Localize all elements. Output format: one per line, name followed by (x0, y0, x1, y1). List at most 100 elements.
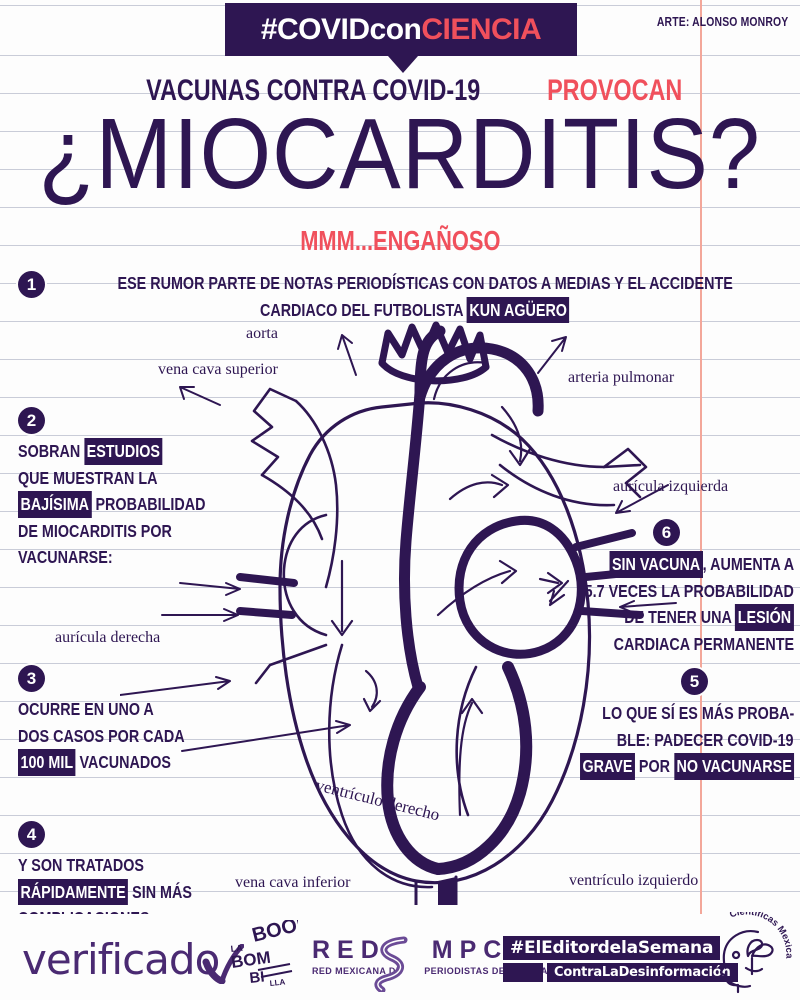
septum-wall (381, 681, 444, 875)
fact-1-seg-2-1: CARDIACO DEL FUTBOLISTA (260, 299, 468, 320)
verificado-logo-text: verificado (22, 935, 220, 984)
flow-arrow-arch (448, 473, 510, 501)
fact-5-line-1-inner: LO QUE SÍ ES MÁS PROBA- (602, 700, 794, 727)
fact-5-seg-3-1-highlight: GRAVE (579, 753, 635, 780)
verdict-subtitle: MMM...ENGAÑOSO (0, 225, 800, 257)
badge-2-number: 2 (26, 410, 37, 430)
fact-6-line-1-inner: SIN VACUNA, AUMENTA A (609, 551, 794, 578)
badge-6-number: 6 (661, 522, 672, 542)
fact-6-line-4: CARDIACA PERMANENTE (529, 631, 794, 658)
banner-pointer (388, 56, 418, 73)
idea-leaf-1-icon (746, 938, 764, 958)
fact-4-seg-2-1-highlight: RÁPIDAMENTE (18, 878, 129, 905)
redmpc-mpc: MPC (431, 936, 509, 964)
fact-5-line-2: BLE: PADECER COVID-19 (533, 727, 794, 754)
fact-3-line-3-inner: 100 MIL VACUNADOS (18, 749, 171, 776)
fact-5-line-2-inner: BLE: PADECER COVID-19 (617, 727, 794, 754)
redmpc-squiggle-icon (374, 936, 408, 992)
fact-2-line-2: QUE MUESTRAN LA (18, 465, 247, 492)
fact-6-line-2: 15.7 VECES LA PROBABILIDAD (529, 578, 794, 605)
ivc-branch-1 (236, 607, 296, 619)
chin-line-icon (728, 980, 752, 988)
ivc-branch-2 (236, 573, 298, 587)
vena-cava-inferior-vessel (254, 643, 328, 685)
pointer-arrow-pulmonary (537, 336, 567, 374)
bombilla-lla: LLA (269, 977, 286, 988)
editor-hashtag: #ElEditordelaSemana (503, 936, 721, 960)
fact-3-line-2-inner: DOS CASOS POR CADA (18, 723, 185, 750)
fact-2-line-2-inner: QUE MUESTRAN LA (18, 465, 158, 492)
fact-2-seg-4-1: DE MIOCARDITIS POR (18, 520, 172, 541)
fact-1-line-2-inner: CARDIACO DEL FUTBOLISTA KUN AGÜERO (260, 296, 570, 323)
badge-5-number: 5 (689, 671, 700, 691)
fact-5-line-3-inner: GRAVE POR NO VACUNARSE (579, 753, 794, 780)
badge-3: 3 (18, 665, 45, 692)
fact-4-seg-1-1: Y SON TRATADOS (18, 855, 144, 875)
fact-3-line-3: 100 MIL VACUNADOS (18, 749, 221, 776)
fact-3-seg-2-1: DOS CASOS POR CADA (18, 725, 185, 746)
fact-3-seg-1-1: OCURRE EN UNO A (18, 699, 154, 719)
page-title: ¿MIOCARDITIS? (0, 104, 800, 204)
fact-6-seg-4-1: CARDIACA PERMANENTE (613, 633, 794, 654)
fact-2-seg-3-2: PROBABILIDAD (91, 494, 206, 514)
artist-credit: ARTE: ALONSO MONROY (624, 14, 788, 29)
fact-1-line-1: ESE RUMOR PARTE DE NOTAS PERIODÍSTICAS C… (50, 270, 780, 297)
bombilla-boom: BOOM (250, 920, 298, 947)
fact-2-line-5: VACUNARSE: (18, 544, 247, 571)
verificado-logo: verificado (22, 935, 220, 984)
artist-credit-text: ARTE: ALONSO MONROY (656, 14, 788, 29)
pointer-arrow-ra2 (120, 676, 231, 696)
fact-4-line-2: RÁPIDAMENTE SIN MÁS (18, 878, 230, 905)
flow-arrow-down-right-atrium (330, 559, 354, 637)
editor-block (503, 963, 543, 982)
fact-4-line-2-inner: RÁPIDAMENTE SIN MÁS (18, 878, 192, 905)
fact-6-line-4-inner: CARDIACA PERMANENTE (614, 631, 794, 658)
vena-cava-superior-edge (260, 473, 324, 541)
badge-1: 1 (18, 271, 45, 298)
fact-6-seg-2-1: 15.7 VECES LA PROBABILIDAD (576, 580, 794, 601)
badge-4: 4 (18, 821, 45, 848)
page-title-text: ¿MIOCARDITIS? (38, 98, 762, 210)
flow-arrow-aorta (500, 405, 532, 467)
fact-6-line-3: DE TENER UNA LESIÓN (529, 604, 794, 631)
label-auricula-derecha: aurícula derecha (55, 629, 161, 646)
fact-2-seg-3-1-highlight: BAJÍSIMA (18, 491, 92, 518)
fact-2-seg-5-1: VACUNARSE: (18, 547, 113, 567)
badge-4-number: 4 (26, 824, 37, 844)
fact-5-seg-1-1: LO QUE SÍ ES MÁS PROBA- (601, 703, 794, 723)
la-bombilla-logo: LA BOOM BOM BI LLA (230, 920, 298, 988)
pointer-arrow-svc (179, 386, 221, 406)
fact-1-seg-2-2-highlight: KUN AGÜERO (467, 296, 570, 323)
fact-2-seg-2-1: QUE MUESTRAN LA (18, 467, 158, 488)
fact-2-line-4: DE MIOCARDITIS POR (18, 518, 247, 545)
badge-3-number: 3 (26, 668, 37, 688)
pointer-arrow-aorta (337, 334, 357, 376)
fact-3: OCURRE EN UNO A DOS CASOS POR CADA 100 MIL… (18, 696, 221, 776)
fact-3-seg-3-2: VACUNADOS (75, 752, 171, 772)
badge-6: 6 (653, 519, 680, 546)
heart-stand-fill (438, 877, 456, 905)
fact-6-seg-3-1: DE TENER UNA (624, 607, 736, 627)
fact-5: LO QUE SÍ ES MÁS PROBA- BLE: PADECER COVI… (533, 700, 794, 780)
fact-4-line-1: Y SON TRATADOS (18, 852, 230, 879)
cientificas-arc-text: Científicas Mexicanas (700, 912, 792, 959)
fact-4-line-1-inner: Y SON TRATADOS (18, 852, 144, 879)
label-ventriculo-izquierdo: ventrículo izquierdo (569, 872, 699, 889)
label-auricula-izquierda: aurícula izquierda (613, 478, 729, 495)
fact-3-line-1: OCURRE EN UNO A (18, 696, 221, 723)
label-aorta: aorta (246, 325, 278, 342)
fact-3-seg-3-1-highlight: 100 MIL (18, 749, 76, 776)
pulmonary-artery-upper (490, 433, 642, 469)
pointer-arrow-rv (179, 582, 241, 596)
fact-6-seg-1-1-highlight: SIN VACUNA (609, 551, 703, 578)
fact-2-line-1-inner: SOBRAN ESTUDIOS (18, 438, 163, 465)
fact-2-line-1: SOBRAN ESTUDIOS (18, 438, 247, 465)
label-arteria-pulmonar: arteria pulmonar (568, 369, 675, 386)
verdict-subtitle-text: MMM...ENGAÑOSO (299, 225, 501, 256)
fact-1-seg-1-1: ESE RUMOR PARTE DE NOTAS PERIODÍSTICAS C… (117, 273, 733, 293)
fact-1: ESE RUMOR PARTE DE NOTAS PERIODÍSTICAS C… (50, 270, 780, 323)
fact-5-seg-3-3-highlight: NO VACUNARSE (673, 753, 794, 780)
